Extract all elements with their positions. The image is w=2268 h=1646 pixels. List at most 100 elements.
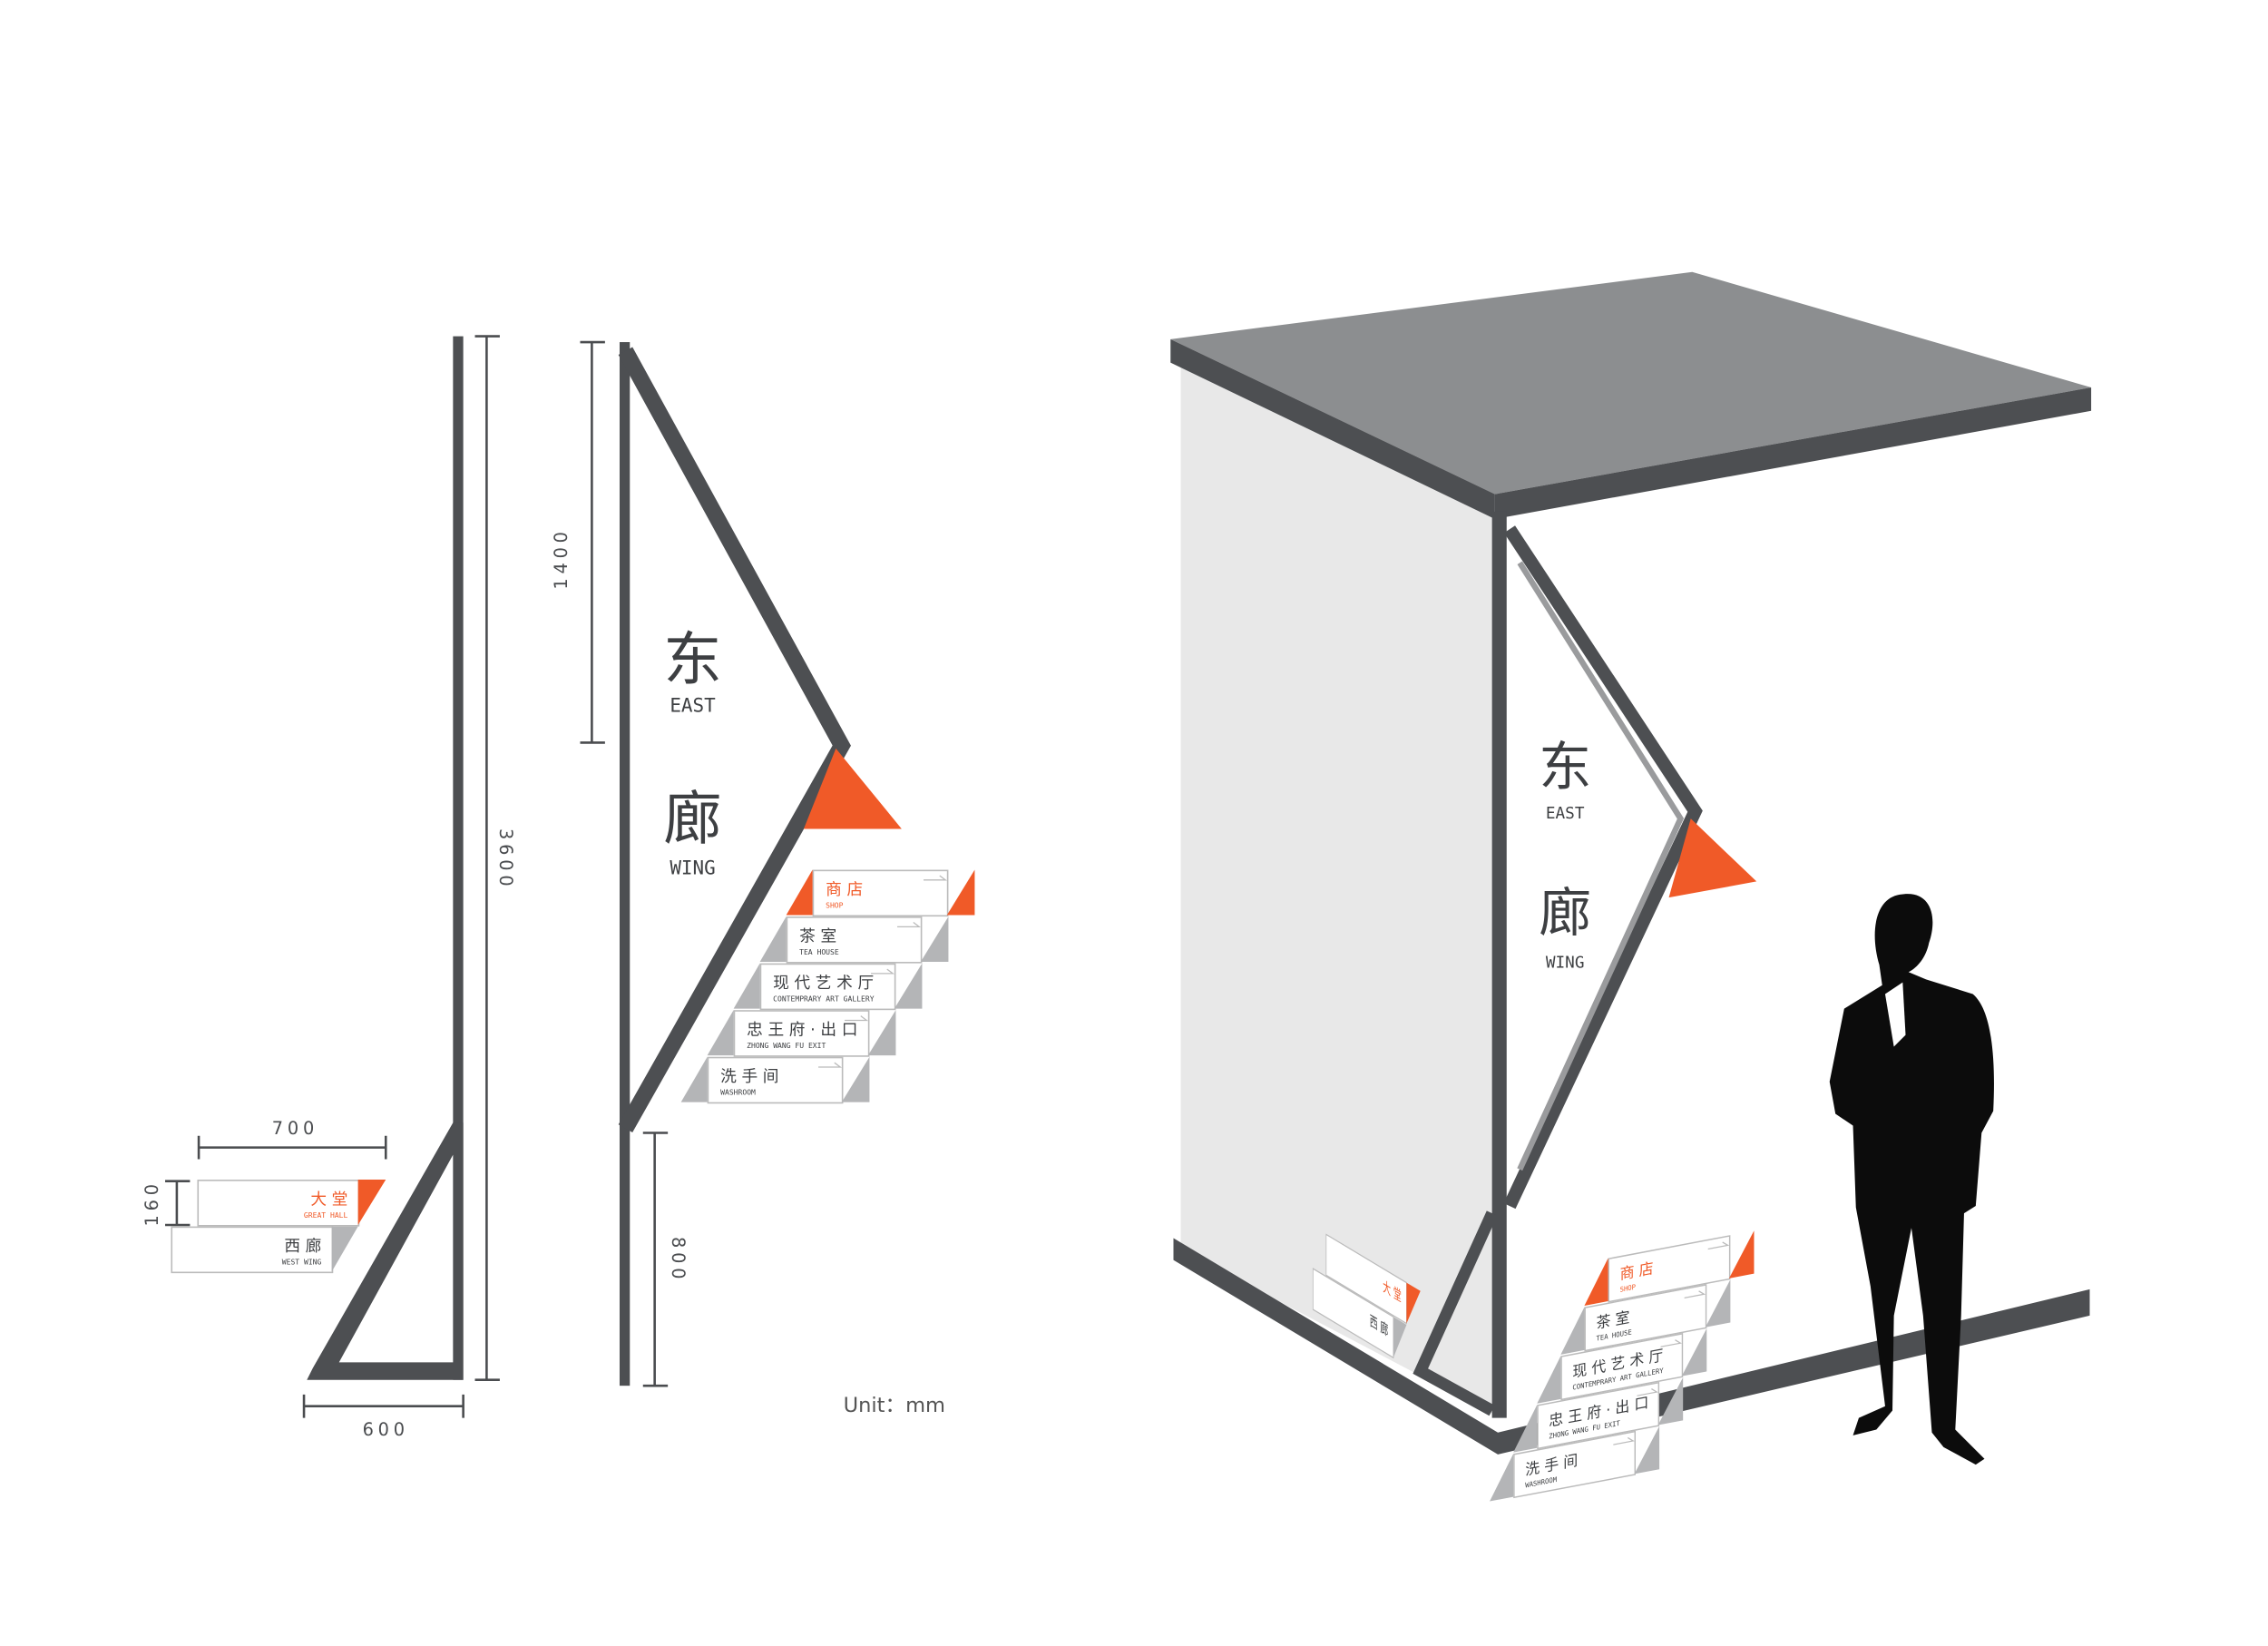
small-sign-accent [357, 1180, 386, 1225]
roof-edge-right [1494, 387, 2092, 519]
arrow-icon [1613, 1436, 1635, 1445]
panel-en: CONTEMPRARY ART GALLERY [773, 995, 875, 1004]
small-sign-great-hall [197, 1180, 360, 1227]
panel-right-triangle [1728, 1230, 1755, 1279]
left-wall [1180, 365, 1495, 1416]
panel-body [1537, 1381, 1660, 1450]
arrow-icon [924, 875, 948, 881]
dimension-line-160 [165, 1180, 191, 1227]
directory-panel: 现 代 艺 术 厅 CONTEMPRARY ART GALLERY [733, 963, 923, 1011]
dimension-line-1400 [580, 340, 605, 744]
perspective-post [1491, 511, 1507, 1418]
panel-body [707, 1056, 844, 1104]
directory-panel: 洗 手 间 WASHROOM [680, 1056, 870, 1104]
dimension-line-700 [197, 1135, 387, 1160]
dimension-line-600 [302, 1394, 464, 1418]
panel-body [812, 869, 949, 917]
arrow-icon [845, 1015, 869, 1022]
panel-en: ZHONG WANG FU EXIT [747, 1042, 826, 1050]
arrow-icon [897, 922, 922, 928]
sign-en-wing: WING [670, 857, 715, 878]
front-frame [618, 347, 851, 1133]
panel-body [733, 1010, 870, 1057]
panel-body [1608, 1235, 1731, 1303]
arrow-icon [818, 1062, 843, 1068]
panel-cn: 洗 手 间 [720, 1067, 778, 1086]
panel-body [786, 916, 923, 964]
panel-left-triangle [733, 963, 760, 1009]
panel-left-triangle [707, 1010, 734, 1056]
side-elevation: 3600 600 700 160 大 堂 GREAT HALL 西 廊 WEST… [142, 335, 516, 1440]
front-accent-triangle [803, 748, 902, 829]
dimension-line-800 [642, 1132, 669, 1387]
dimension-700: 700 [272, 1118, 318, 1139]
panel-en: SHOP [1620, 1282, 1637, 1294]
arrow-icon [1707, 1241, 1730, 1250]
directory-panels: 商 店 SHOP 茶 室 TEA HOUSE 现 代 艺 术 厅 CONTEMPRARY … [680, 869, 975, 1104]
panel-right-triangle [920, 916, 949, 963]
panel-body [1584, 1284, 1707, 1352]
perspective-base-frame [1413, 1210, 1498, 1416]
directory-panel: 茶 室 TEA HOUSE [759, 916, 949, 964]
perspective-en-east: EAST [1546, 805, 1585, 823]
shirt-collar [1884, 982, 1906, 1047]
unit-label: Unit：mm [844, 1394, 945, 1417]
sign-cn-wing: 廊 [663, 786, 721, 854]
dimension-line-3600 [474, 335, 500, 1382]
panel-body [1513, 1430, 1636, 1499]
panel-left-triangle [759, 916, 787, 963]
panel-right-triangle [1634, 1426, 1660, 1475]
small-sign-en: WEST WING [282, 1258, 322, 1266]
panel-right-triangle [1705, 1279, 1731, 1328]
perspective-cn-east: 东 [1539, 736, 1591, 798]
perspective-frame-shade [1517, 561, 1685, 1171]
panel-right-triangle [946, 869, 975, 916]
sign-cn-east: 东 [663, 626, 721, 694]
perspective-cn-wing: 廊 [1539, 882, 1591, 944]
side-post [453, 336, 464, 1380]
directory-panel: 商 店 SHOP [786, 869, 975, 917]
roof-top [1170, 271, 2092, 495]
panel-body [1560, 1332, 1684, 1401]
perspective-accent-triangle [1668, 818, 1757, 898]
arrow-icon [1684, 1290, 1706, 1299]
person-silhouette [1829, 894, 1994, 1465]
small-sign-gray [331, 1226, 358, 1272]
arrow-icon [871, 968, 895, 975]
dimension-800: 800 [668, 1237, 689, 1283]
panel-cn: 商 店 [826, 880, 863, 899]
right-wall [1506, 402, 2090, 1411]
panel-en: SHOP [826, 901, 844, 909]
dimension-3600: 3600 [495, 828, 516, 890]
front-post [619, 342, 631, 1386]
panel-right-triangle [1657, 1377, 1684, 1426]
panel-left-triangle [786, 869, 813, 916]
small-sign-en: GREAT HALL [304, 1211, 348, 1220]
panel-left-triangle [1490, 1454, 1514, 1502]
roof-edge-left [1170, 338, 1495, 519]
panel-right-triangle [894, 963, 923, 1009]
dimension-600: 600 [363, 1419, 409, 1440]
perspective-small-signs: 大 堂 西 廊 [1312, 1233, 1421, 1359]
dimension-160: 160 [142, 1180, 162, 1226]
sign-en-east: EAST [670, 695, 716, 717]
small-sign-cn: 西 廊 [284, 1237, 321, 1256]
panel-en: TEA HOUSE [799, 948, 839, 956]
panel-body [759, 963, 896, 1011]
small-sign-cn: 大 堂 [310, 1190, 347, 1209]
panel-cn: 茶 室 [799, 926, 836, 945]
panel-cn: 现 代 艺 术 厅 [773, 974, 874, 993]
arrow-icon [1637, 1388, 1658, 1396]
panel-right-triangle [867, 1010, 896, 1056]
arrow-icon [1660, 1339, 1683, 1347]
panel-en: WASHROOM [720, 1089, 756, 1097]
panel-right-triangle [841, 1056, 870, 1102]
panel-left-triangle [680, 1056, 708, 1102]
